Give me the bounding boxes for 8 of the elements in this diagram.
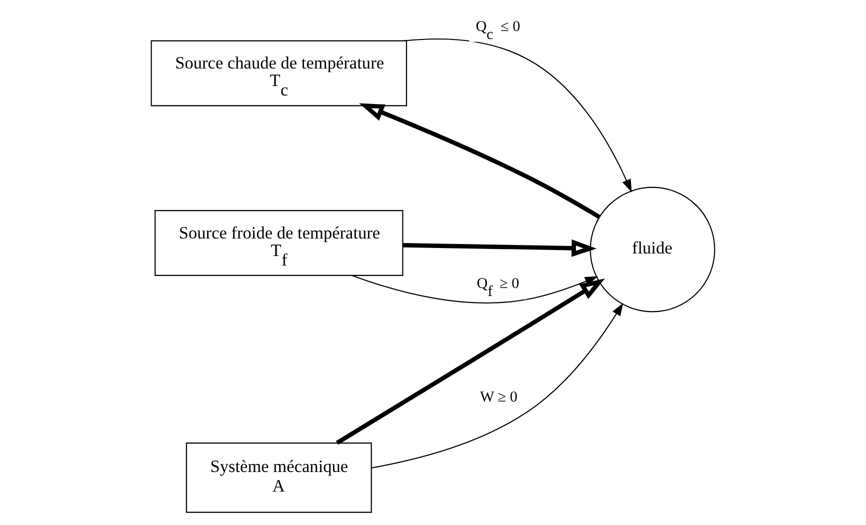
node-box: Système mécanique A [186, 442, 372, 513]
arrow [403, 239, 597, 257]
arrow [359, 103, 600, 219]
edge-label: W ≥ 0 [480, 390, 518, 406]
arrow [404, 38, 632, 192]
arrow [371, 302, 624, 468]
arrow [336, 278, 605, 445]
node-circle: fluide [590, 186, 716, 312]
